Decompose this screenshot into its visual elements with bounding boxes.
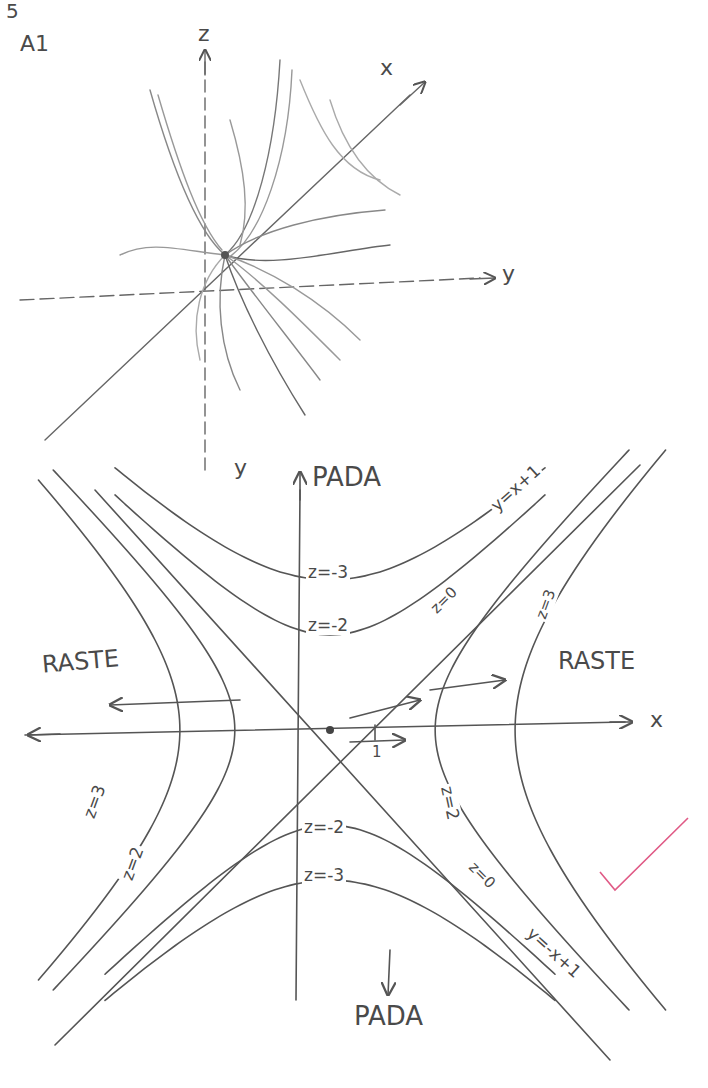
sketch-label: RASTE <box>39 645 122 678</box>
sketch-label: z <box>196 22 212 46</box>
sketch-label: z=-3 <box>302 866 346 885</box>
sketch-label: A1 <box>18 32 51 56</box>
sketch-label: x <box>648 708 665 732</box>
sketch-label: z=2 <box>117 842 148 884</box>
level-curve <box>105 880 555 1000</box>
level-curves <box>25 450 666 1060</box>
sketch-label: z=3 <box>79 780 110 822</box>
surface-sketch <box>20 50 495 470</box>
sketch-label: y=-x+1 <box>522 922 586 982</box>
sketch-label: z=2 <box>437 782 463 823</box>
sketch-label: PADA <box>352 1002 425 1031</box>
level-curve <box>515 450 666 1010</box>
sketch-label: z=0 <box>426 582 462 618</box>
sketch-label: y=x+1 <box>486 460 546 516</box>
sketch-label: 1 <box>370 744 384 761</box>
level-curve <box>53 470 235 990</box>
sketch-label: y <box>232 456 249 480</box>
level-curve <box>38 480 179 980</box>
sketch-label: y <box>500 262 517 286</box>
sketch-label: 5 <box>4 0 21 22</box>
sketch-label: z=-2 <box>306 616 350 635</box>
sketch-label: x <box>378 56 395 80</box>
sketch-label: PADA <box>310 463 383 492</box>
check-mark <box>600 818 688 890</box>
sketch-label: RASTE <box>556 648 637 674</box>
sketch-label: z=0 <box>464 857 500 893</box>
sketch-label: z=-2 <box>302 818 346 837</box>
sketch-label: z=-3 <box>306 563 350 582</box>
sketch-label: z=3 <box>532 585 559 623</box>
